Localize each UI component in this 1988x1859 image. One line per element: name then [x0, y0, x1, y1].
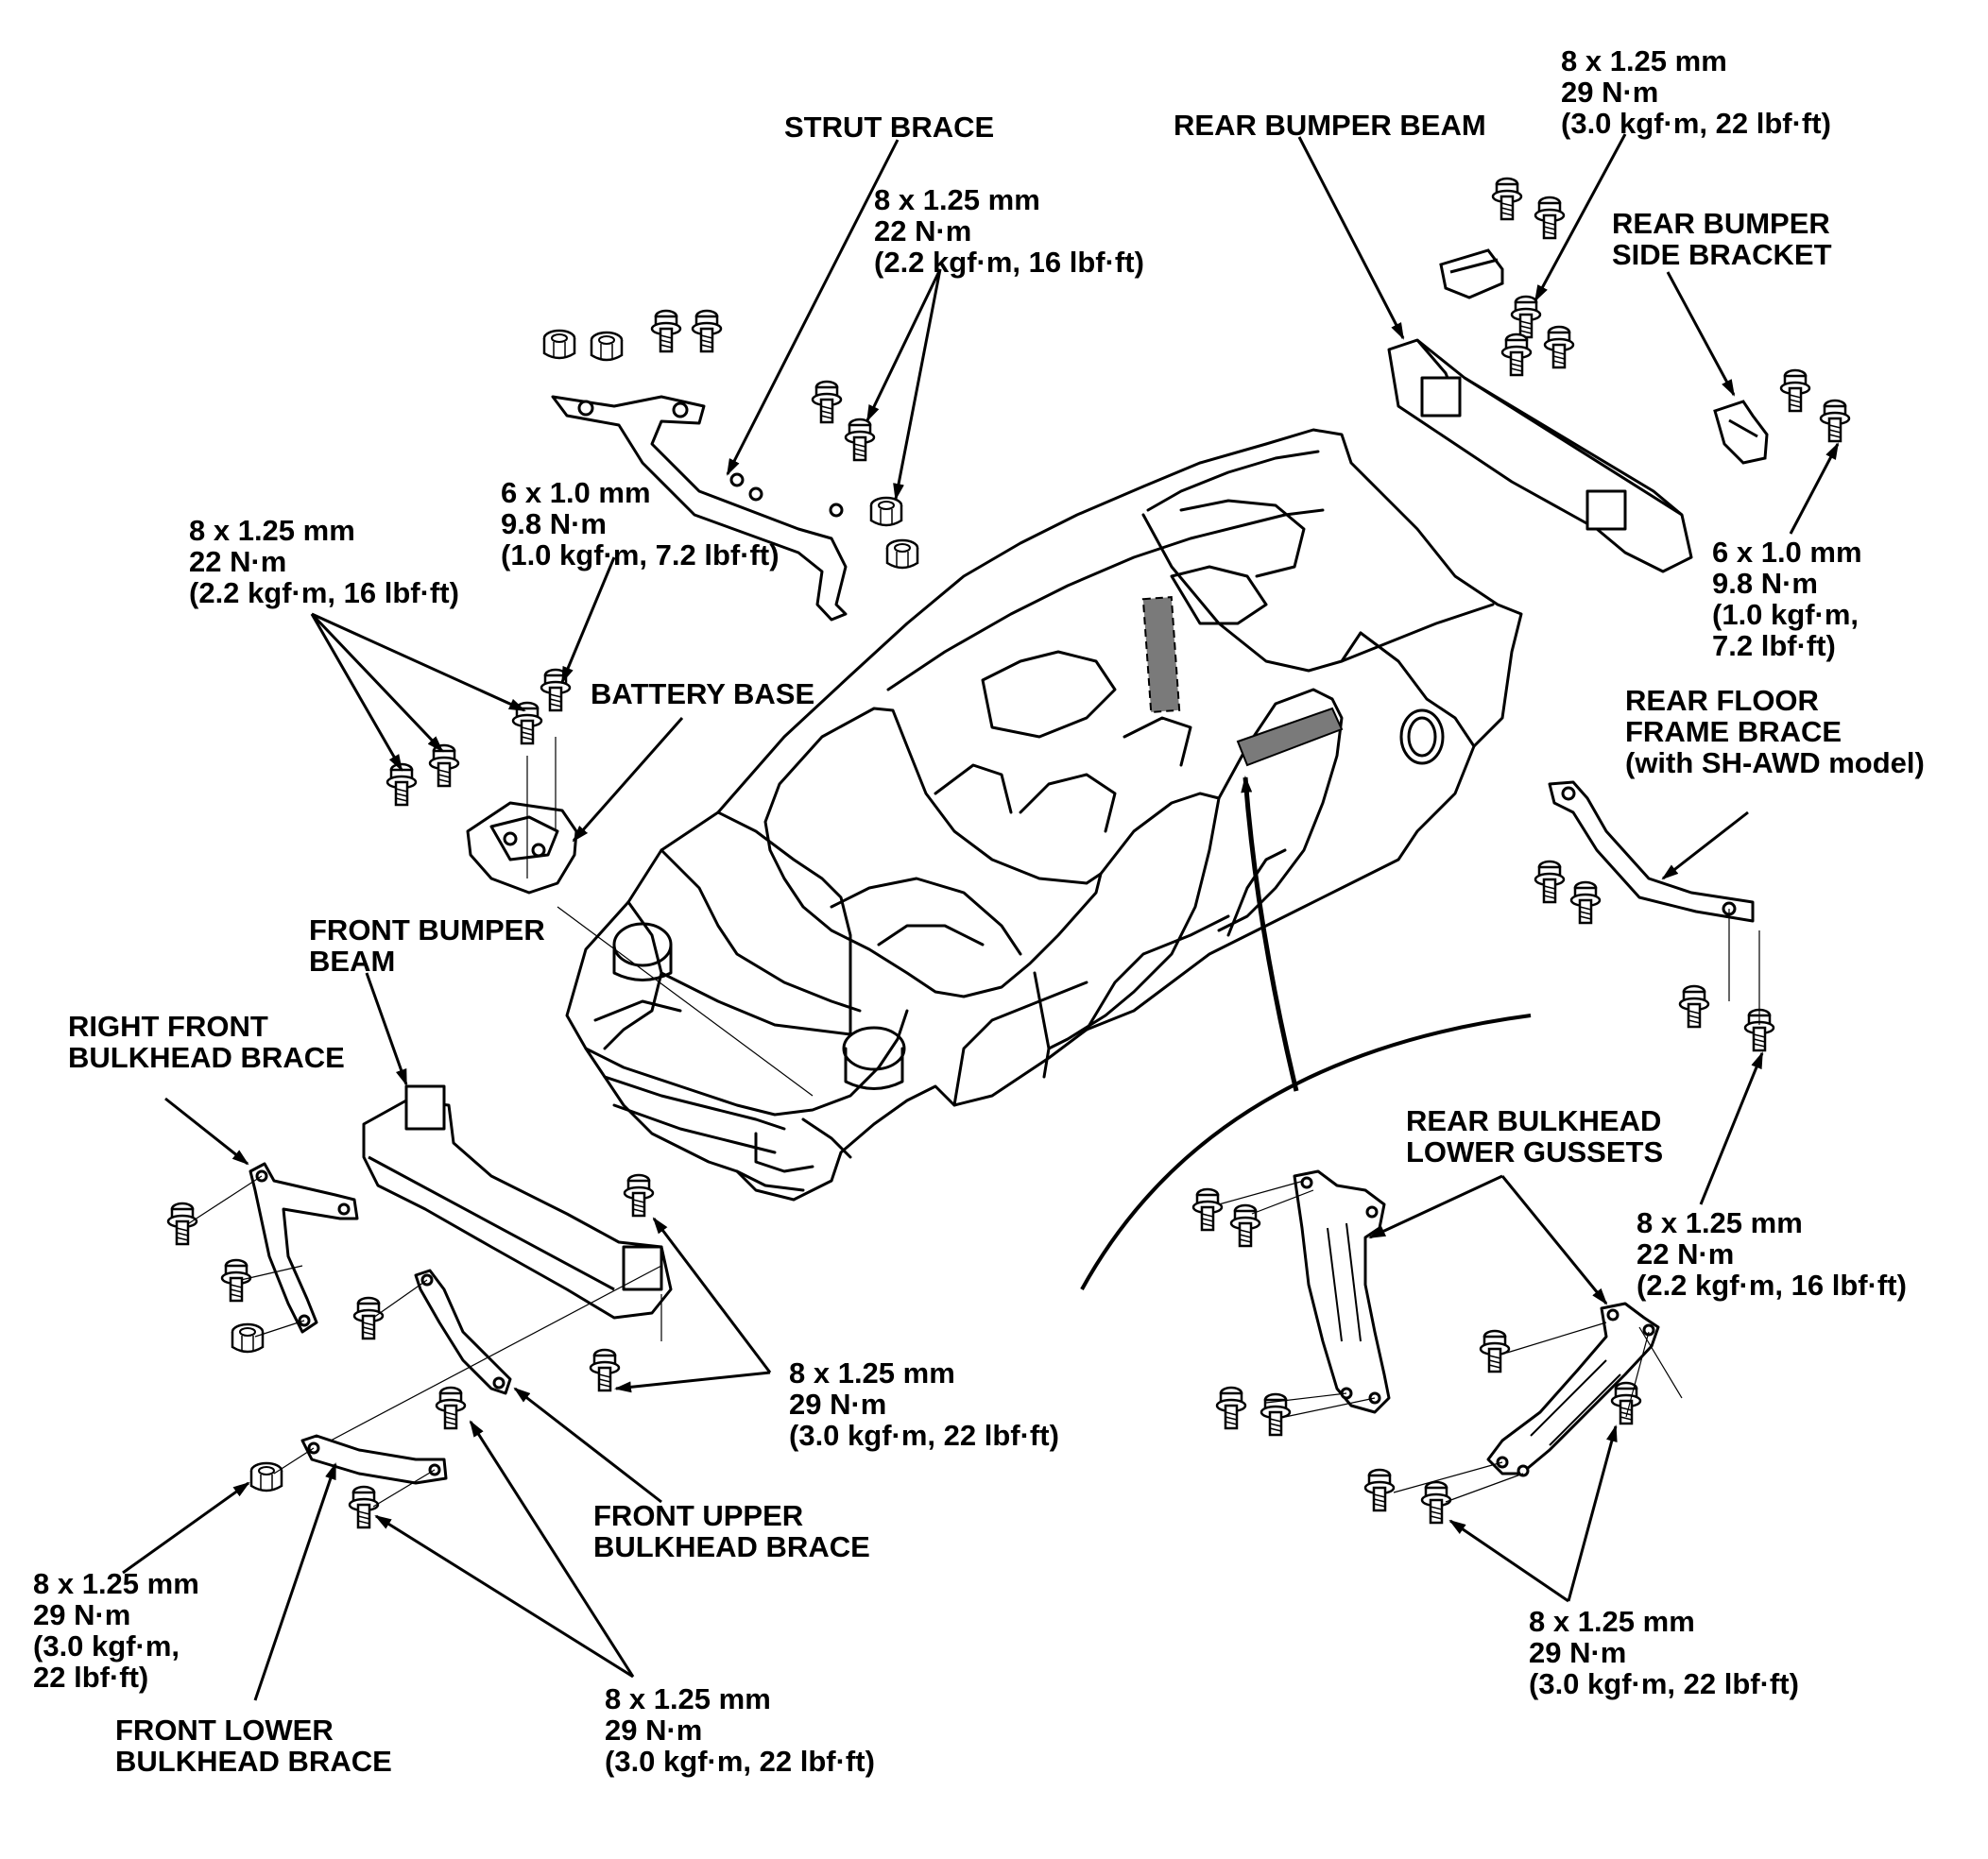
label-battery-base-torque-6mm: 6 x 1.0 mm 9.8 N·m (1.0 kgf·m, 7.2 lbf·f…: [501, 476, 780, 571]
label-rear-bulkhead-lower-gussets: REAR BULKHEAD LOWER GUSSETS: [1406, 1104, 1664, 1168]
alignment-lines: [188, 737, 1760, 1508]
rear-bulkhead-lower-gusset-left: [1293, 1169, 1391, 1414]
label-floor-brace-torque: 8 x 1.25 mm 22 N·m (2.2 kgf·m, 16 lbf·ft…: [1637, 1206, 1907, 1302]
detail-view-arc: [1080, 1014, 1532, 1290]
label-strut-brace: STRUT BRACE: [784, 111, 995, 144]
rear-bumper-beam: [1387, 338, 1693, 573]
label-front-lower-torque-bottom: 8 x 1.25 mm 29 N·m (3.0 kgf·m, 22 lbf·ft…: [605, 1682, 875, 1778]
front-bumper-beam: [362, 1084, 673, 1320]
label-gusset-torque: 8 x 1.25 mm 29 N·m (3.0 kgf·m, 22 lbf·ft…: [1529, 1605, 1799, 1700]
rear-bumper-stopper: [1439, 248, 1504, 299]
vehicle-body-shell: [565, 428, 1523, 1202]
rear-floor-frame-brace: [1548, 780, 1755, 923]
label-rear-floor-frame-brace: REAR FLOOR FRAME BRACE (with SH-AWD mode…: [1625, 684, 1925, 779]
label-battery-base: BATTERY BASE: [591, 677, 815, 710]
label-rear-bumper-side-bracket: REAR BUMPER SIDE BRACKET: [1612, 207, 1832, 271]
label-strut-brace-torque: 8 x 1.25 mm 22 N·m (2.2 kgf·m, 16 lbf·ft…: [874, 183, 1144, 279]
label-battery-base-torque-8mm: 8 x 1.25 mm 22 N·m (2.2 kgf·m, 16 lbf·ft…: [189, 514, 459, 609]
label-front-lower-torque-left: 8 x 1.25 mm 29 N·m (3.0 kgf·m, 22 lbf·ft…: [33, 1567, 199, 1694]
battery-base: [466, 801, 578, 895]
label-front-lower-bulkhead-brace: FRONT LOWER BULKHEAD BRACE: [115, 1714, 392, 1778]
pillar-reference-arrow: [1241, 776, 1299, 1092]
label-rear-bumper-beam: REAR BUMPER BEAM: [1174, 109, 1486, 142]
right-front-bulkhead-brace: [248, 1162, 359, 1334]
label-right-front-bulkhead-brace: RIGHT FRONT BULKHEAD BRACE: [68, 1010, 345, 1074]
label-rear-bracket-torque: 6 x 1.0 mm 9.8 N·m (1.0 kgf·m, 7.2 lbf·f…: [1712, 536, 1862, 662]
label-front-upper-bulkhead-brace: FRONT UPPER BULKHEAD BRACE: [593, 1499, 870, 1563]
front-upper-bulkhead-brace: [414, 1269, 512, 1395]
leader-arrows: [122, 133, 1840, 1701]
strut-brace: [551, 395, 848, 622]
label-front-beam-torque: 8 x 1.25 mm 29 N·m (3.0 kgf·m, 22 lbf·ft…: [789, 1356, 1059, 1452]
rear-pillar-patch-marker: [1236, 707, 1344, 767]
label-front-bumper-beam: FRONT BUMPER BEAM: [309, 913, 545, 978]
rear-bumper-side-bracket: [1713, 400, 1769, 465]
roof-patch-marker: [1141, 596, 1181, 713]
label-rear-beam-torque: 8 x 1.25 mm 29 N·m (3.0 kgf·m, 22 lbf·ft…: [1561, 44, 1831, 140]
